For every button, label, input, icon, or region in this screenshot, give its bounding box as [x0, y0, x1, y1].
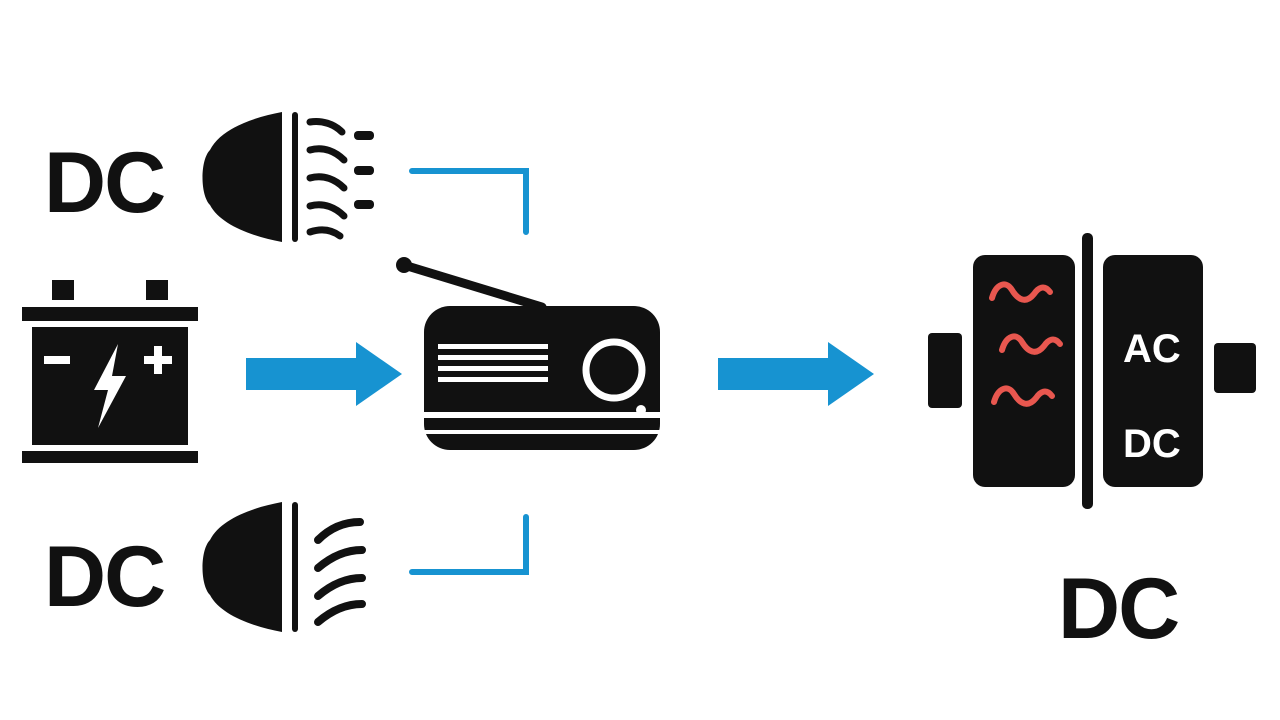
output-dc-label: DC [1058, 561, 1180, 657]
lightning-bolt-icon [94, 344, 126, 428]
plus-sign [144, 346, 172, 374]
battery-icon [22, 280, 198, 463]
arrow-right-icon [246, 342, 402, 406]
antenna [399, 260, 547, 312]
input-terminal [928, 333, 962, 408]
speaker-grille [438, 344, 548, 382]
dc-label: DC [1123, 422, 1181, 466]
ac-label: AC [1123, 327, 1181, 371]
headlight-icon [202, 112, 374, 242]
connector-line [409, 514, 529, 575]
tuning-knob [582, 338, 646, 402]
minus-sign [44, 356, 70, 364]
connector-line [409, 168, 529, 235]
radio-icon [396, 257, 660, 450]
output-terminal [1214, 343, 1256, 393]
arrow-right-icon [718, 342, 874, 406]
ac-wave-icon [989, 281, 1063, 407]
dc-label: DC [44, 135, 166, 231]
power-converter-icon [928, 233, 1256, 509]
headlight-icon [202, 502, 366, 632]
dc-label: DC [44, 529, 166, 625]
